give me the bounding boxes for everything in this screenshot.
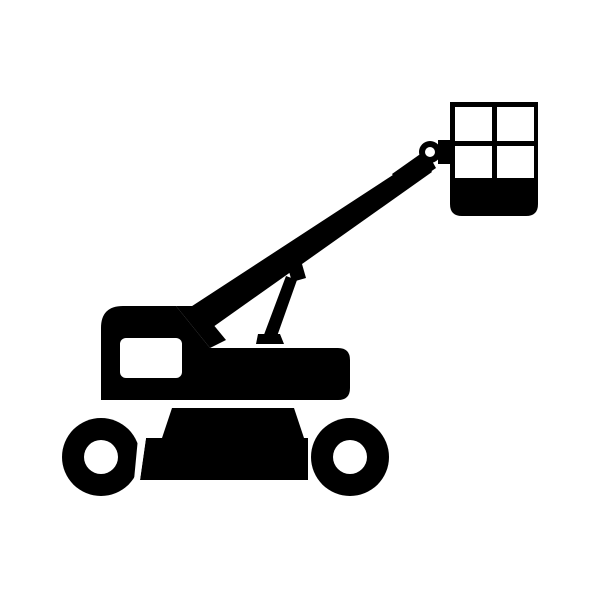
cab-window-icon — [120, 338, 182, 378]
left-wheel-hub-icon — [84, 440, 118, 474]
bucket-platform — [450, 102, 538, 216]
boom-joint-hole-icon — [425, 147, 435, 157]
chassis-fender-icon — [134, 438, 146, 480]
bucket-window-top-left-icon — [455, 107, 492, 141]
boom-base-icon — [176, 306, 226, 348]
boom-arm-icon — [186, 156, 432, 332]
bucket-window-top-right-icon — [497, 107, 534, 141]
lift-cylinder-base-icon — [256, 334, 284, 344]
bucket-window-bottom-right-icon — [497, 146, 534, 178]
bucket-window-bottom-left-icon — [455, 146, 492, 178]
lift-cylinder-rod-icon — [262, 276, 297, 342]
right-wheel-hub-icon — [333, 440, 367, 474]
wheels — [62, 418, 389, 496]
bucket-bracket-icon — [438, 140, 452, 164]
chassis-icon — [140, 408, 308, 480]
